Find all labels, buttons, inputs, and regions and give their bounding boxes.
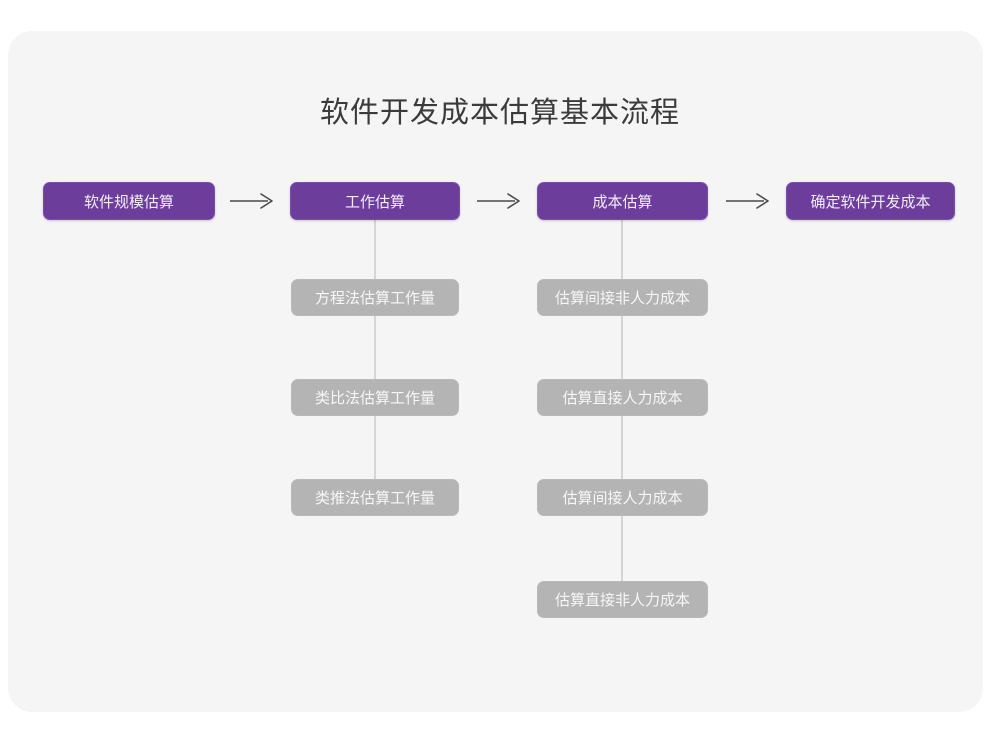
- branch-node-label: 估算间接人力成本: [562, 490, 683, 507]
- flow-node-label: 确定软件开发成本: [810, 193, 931, 211]
- flow-node-label: 成本估算: [592, 193, 653, 211]
- branch-node-analogical-method-workload[interactable]: 类推法估算工作量: [291, 479, 459, 516]
- flow-node-label: 工作估算: [344, 193, 405, 211]
- diagram-title: 软件开发成本估算基本流程: [319, 97, 680, 129]
- flow-node-software-size-estimation[interactable]: 软件规模估算: [43, 182, 215, 220]
- flow-node-final-cost[interactable]: 确定软件开发成本: [786, 182, 955, 220]
- branch-node-equation-method-workload[interactable]: 方程法估算工作量: [291, 279, 459, 316]
- long-right-arrow-icon: [724, 189, 772, 213]
- branch-node-analogy-method-workload[interactable]: 类比法估算工作量: [291, 379, 459, 416]
- branch-node-label: 估算间接非人力成本: [554, 290, 690, 307]
- diagram-card: [8, 31, 983, 712]
- branch-node-label: 类推法估算工作量: [314, 490, 435, 507]
- long-right-arrow-icon: [228, 189, 276, 213]
- long-right-arrow-icon: [475, 189, 523, 213]
- branch-node-label: 估算直接非人力成本: [554, 592, 690, 609]
- connector-line-work-estimation: [374, 217, 376, 482]
- branch-node-indirect-labor-cost[interactable]: 估算间接人力成本: [537, 479, 708, 516]
- branch-node-label: 方程法估算工作量: [314, 290, 435, 307]
- flow-node-cost-estimation[interactable]: 成本估算: [537, 182, 708, 220]
- flow-node-work-estimation[interactable]: 工作估算: [290, 182, 460, 220]
- branch-node-indirect-non-labor-cost[interactable]: 估算间接非人力成本: [537, 279, 708, 316]
- branch-node-direct-labor-cost[interactable]: 估算直接人力成本: [537, 379, 708, 416]
- branch-node-direct-non-labor-cost[interactable]: 估算直接非人力成本: [537, 581, 708, 618]
- branch-node-label: 类比法估算工作量: [314, 390, 435, 407]
- branch-node-label: 估算直接人力成本: [562, 390, 683, 407]
- flow-node-label: 软件规模估算: [83, 193, 174, 211]
